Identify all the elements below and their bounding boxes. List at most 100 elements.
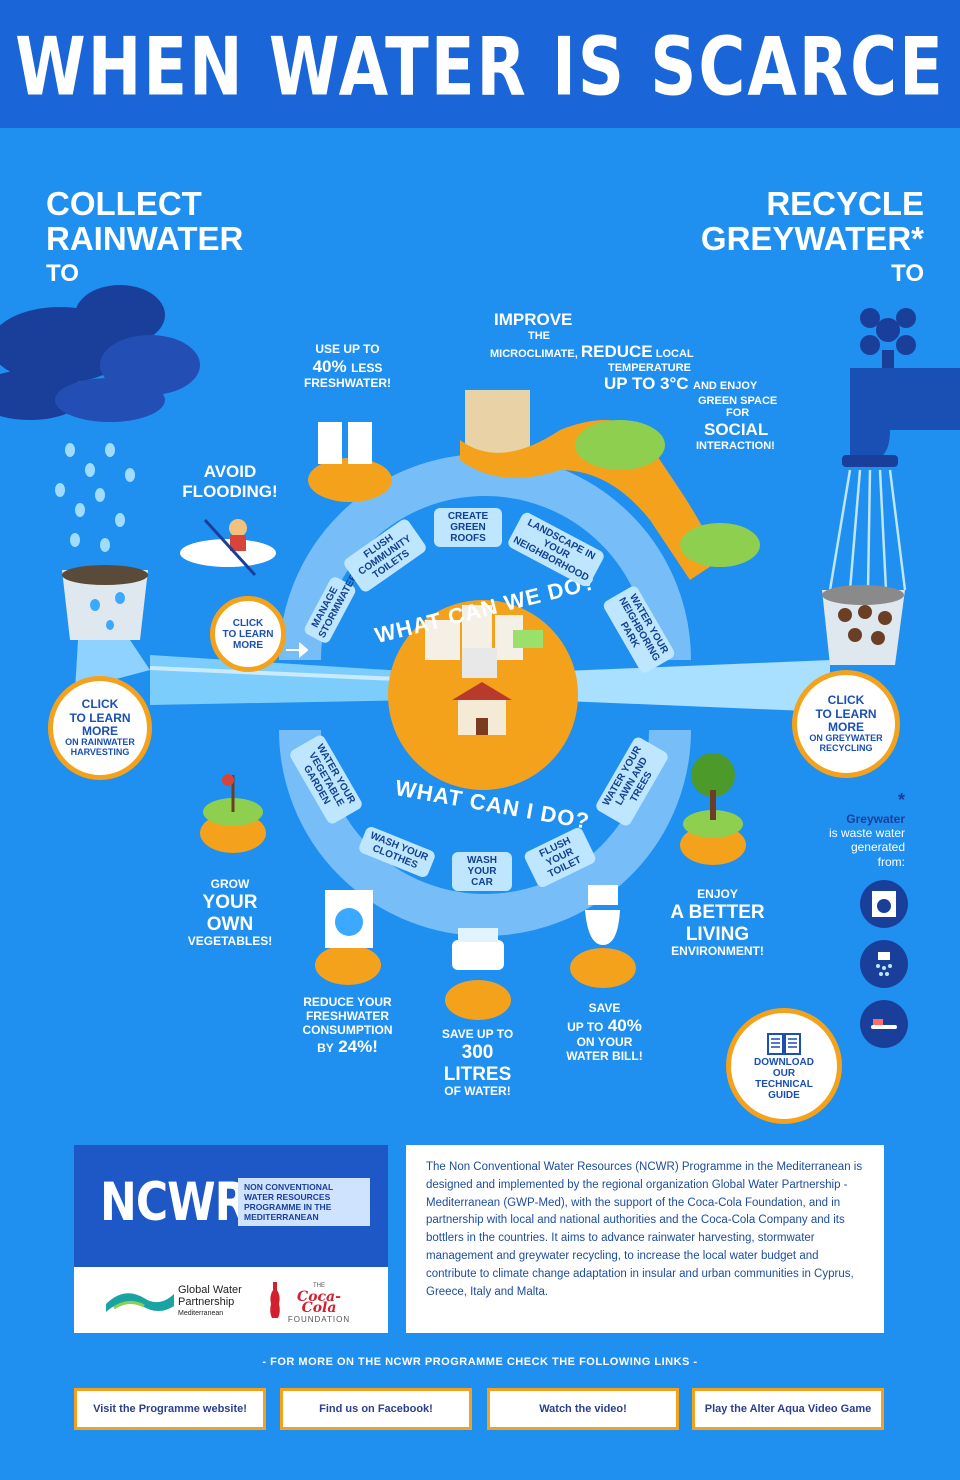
rain-cloud-icon: [0, 285, 200, 552]
consumption-line4b: 24%!: [338, 1037, 378, 1057]
benefit-bill: SAVE UP TO 40% ON YOUR WATER BILL!: [552, 1001, 657, 1064]
flooding-line2: FLOODING!: [182, 481, 278, 501]
benefit-vegetables: GROW YOUR OWN VEGETABLES!: [180, 877, 280, 949]
rainwater-btn-line1: CLICK: [81, 697, 119, 712]
learn-more-line2: TO LEARN: [222, 628, 274, 640]
microclimate-line9: INTERACTION!: [696, 439, 775, 452]
greywater-btn-line4: ON GREYWATER: [809, 732, 883, 743]
litres-line4: OF WATER!: [444, 1084, 511, 1099]
benefit-litres: SAVE UP TO 300 LITRES OF WATER!: [425, 1027, 530, 1099]
right-section-title: RECYCLE GREYWATER* TO: [701, 186, 924, 291]
freshwater-line3: FRESHWATER!: [303, 376, 392, 391]
greywater-note-line4: from:: [877, 854, 905, 869]
freshwater-line2a: 40%: [312, 356, 347, 376]
litres-line1: SAVE UP TO: [441, 1027, 514, 1041]
consumption-line4a: BY: [317, 1041, 334, 1056]
programme-description: The Non Conventional Water Resources (NC…: [406, 1145, 884, 1333]
gwp-logo-text: Global Water Partnership Mediterranean: [178, 1284, 242, 1320]
freshwater-line2b: LESS: [351, 360, 383, 375]
ncwr-tag1: NON CONVENTIONAL: [244, 1182, 334, 1192]
gwp-line2: Partnership: [178, 1296, 235, 1308]
cc-line1: THE: [313, 1283, 325, 1289]
rainwater-harvesting-button[interactable]: CLICK TO LEARN MORE ON RAINWATER HARVEST…: [48, 676, 152, 780]
ncwr-tag4: MEDITERRANEAN: [244, 1212, 319, 1222]
guide-line4: GUIDE: [768, 1090, 800, 1101]
cc-line2: Coca-Cola: [297, 1289, 341, 1316]
programme-website-link[interactable]: Visit the Programme website!: [74, 1388, 266, 1430]
living-line1: ENJOY: [697, 887, 738, 901]
rainwater-btn-line5: HARVESTING: [70, 746, 130, 757]
greywater-note-line2: is waste water: [828, 825, 905, 840]
house-icon: [452, 682, 512, 735]
vegetables-line3: OWN: [206, 913, 254, 935]
shower-icon: [860, 940, 908, 988]
benefit-flooding: AVOID FLOODING!: [160, 462, 300, 501]
benefit-consumption: REDUCE YOUR FRESHWATER CONSUMPTION BY 24…: [290, 995, 405, 1058]
living-line4: ENVIRONMENT!: [671, 944, 764, 959]
gwp-logo-icon: [106, 1293, 174, 1312]
consumption-line3: CONSUMPTION: [302, 1022, 393, 1037]
video-link[interactable]: Watch the video!: [487, 1388, 679, 1430]
ncwr-tagline: NON CONVENTIONAL WATER RESOURCES PROGRAM…: [238, 1178, 370, 1226]
microclimate-line8: SOCIAL: [704, 420, 769, 440]
bill-line2a: UP TO: [567, 1019, 604, 1034]
vegetables-line1: GROW: [210, 877, 250, 891]
microclimate-line3c: LOCAL: [655, 348, 694, 361]
download-guide-button[interactable]: DOWNLOAD OUR TECHNICAL GUIDE: [726, 1008, 842, 1124]
microclimate-line5b: AND ENJOY: [693, 380, 758, 393]
kayak-icon: [180, 518, 276, 577]
greywater-btn-line3: MORE: [828, 719, 864, 734]
left-section-title: COLLECT RAINWATER TO: [46, 186, 243, 291]
vegetables-line2: YOUR: [202, 891, 258, 913]
consumption-line2: FRESHWATER: [305, 1008, 390, 1023]
we-action-create-green-roofs[interactable]: CREATE GREEN ROOFS: [434, 508, 502, 547]
right-title-line3: TO: [891, 260, 924, 287]
ncwr-logo: NCWR: [100, 1172, 249, 1234]
benefit-living: ENJOY A BETTER LIVING ENVIRONMENT!: [660, 887, 775, 959]
microclimate-line7: FOR: [726, 407, 750, 420]
vegetables-line4: VEGETABLES!: [187, 934, 273, 949]
vegetable-platform-icon: [200, 774, 266, 853]
rainwater-btn-line3: MORE: [82, 723, 118, 738]
video-game-link[interactable]: Play the Alter Aqua Video Game: [692, 1388, 884, 1430]
washing-machine-icon: [860, 880, 908, 928]
toilet-bill-platform-icon: [570, 885, 636, 988]
learn-more-button[interactable]: CLICK TO LEARN MORE: [210, 596, 286, 672]
microclimate-line3a: MICROCLIMATE,: [490, 348, 578, 361]
learn-more-line1: CLICK: [232, 617, 264, 629]
benefit-microclimate: IMPROVE THE MICROCLIMATE, REDUCE LOCAL T…: [470, 310, 800, 452]
toothbrush-icon: [860, 1000, 908, 1048]
greywater-btn-line2: TO LEARN: [815, 706, 877, 721]
greywater-btn-line1: CLICK: [827, 693, 865, 708]
rain-barrel-icon: [62, 565, 150, 690]
book-icon: [767, 1033, 801, 1055]
living-line3: LIVING: [685, 923, 750, 945]
consumption-line1: REDUCE YOUR: [303, 995, 392, 1009]
greywater-note: * Greywater is waste water generated fro…: [800, 790, 905, 869]
guide-line3: TECHNICAL: [755, 1079, 813, 1090]
benefit-freshwater: USE UP TO 40% LESS FRESHWATER!: [295, 342, 400, 391]
toilet-platform-icon: [308, 422, 392, 502]
page-title: WHEN WATER IS SCARCE: [15, 22, 945, 115]
ncwr-tag2: WATER RESOURCES: [244, 1192, 331, 1202]
facebook-link[interactable]: Find us on Facebook!: [280, 1388, 472, 1430]
guide-line1: DOWNLOAD: [754, 1057, 814, 1068]
microclimate-line5a: UP TO 3°C: [604, 374, 689, 394]
flooding-line1: AVOID: [203, 462, 257, 481]
greywater-recycling-button[interactable]: CLICK TO LEARN MORE ON GREYWATER RECYCLI…: [792, 670, 900, 778]
rainwater-btn-line2: TO LEARN: [69, 710, 131, 725]
microclimate-line2: THE: [528, 329, 550, 342]
guide-line2: OUR: [772, 1068, 796, 1079]
microclimate-line4: TEMPERATURE: [608, 361, 691, 374]
right-title-line2: GREYWATER*: [700, 220, 924, 257]
tree-platform-icon: [680, 753, 746, 865]
header-banner: [0, 0, 960, 128]
left-title-line3: TO: [46, 260, 79, 287]
microclimate-line6: GREEN SPACE: [698, 394, 778, 407]
greywater-note-star: *: [897, 790, 905, 810]
litres-line2: 300: [461, 1041, 494, 1063]
left-pipe: [150, 655, 420, 705]
i-action-wash-car[interactable]: WASH YOUR CAR: [452, 852, 512, 891]
greywater-filter-icon: [822, 585, 905, 665]
rainwater-btn-line4: ON RAINWATER: [65, 736, 135, 747]
